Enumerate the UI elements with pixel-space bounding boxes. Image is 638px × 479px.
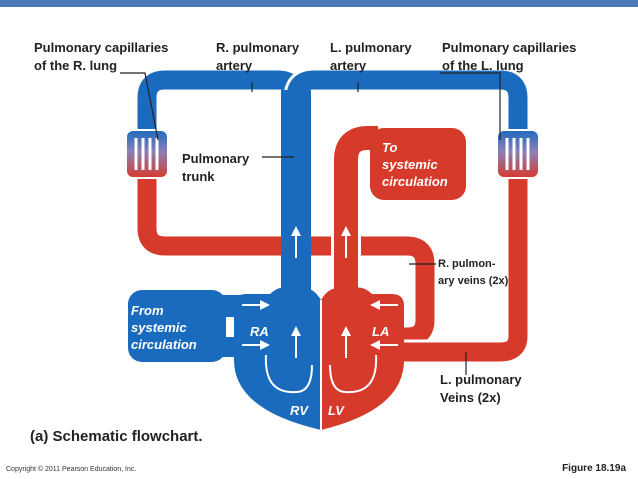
pulmonary-arteries — [134, 67, 531, 135]
chamber-lv: LV — [328, 403, 344, 418]
to-systemic-box — [370, 128, 466, 200]
copyright-text: Copyright © 2011 Pearson Education, Inc. — [6, 466, 137, 473]
pulmonary-trunk-vessel — [281, 90, 311, 300]
label-l-pulm-artery: L. pulmonary artery — [330, 40, 412, 73]
leader-lines — [120, 72, 501, 375]
pulmonary-veins — [134, 175, 531, 365]
label-pulm-cap-r: Pulmonary capillaries of the R. lung — [34, 40, 169, 73]
label-to-systemic: To systemic circulation — [382, 140, 448, 189]
label-from-systemic: From systemic circulation — [131, 303, 197, 352]
chamber-ra: RA — [250, 324, 269, 339]
capillaries-r-lung — [125, 129, 169, 179]
figure-caption: (a) Schematic flowchart. — [30, 428, 203, 445]
from-systemic-box — [128, 290, 226, 362]
label-pulm-trunk: Pulmonary trunk — [182, 151, 250, 184]
label-r-pulm-veins: R. pulmon- ary veins (2x) — [438, 258, 509, 287]
chamber-rv: RV — [290, 403, 309, 418]
label-pulm-cap-l: Pulmonary capillaries of the L. lung — [442, 40, 577, 73]
header-bar — [0, 0, 638, 7]
chamber-la: LA — [372, 324, 390, 339]
figure-number: Figure 18.19a — [562, 463, 626, 474]
flow-arrows — [242, 226, 398, 358]
capillaries-l-lung — [496, 129, 540, 179]
label-l-pulm-veins: L. pulmonary Veins (2x) — [440, 372, 522, 405]
heart — [234, 287, 404, 430]
aorta — [331, 123, 466, 300]
label-r-pulm-artery: R. pulmonary artery — [216, 40, 300, 73]
